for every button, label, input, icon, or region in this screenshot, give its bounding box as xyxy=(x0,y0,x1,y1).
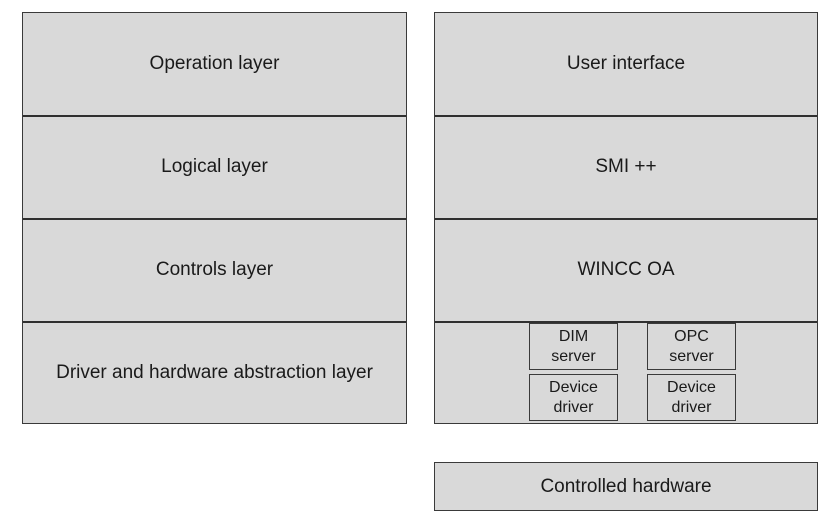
user-interface-label: User interface xyxy=(566,53,686,75)
controlled-hardware-box: Controlled hardware xyxy=(434,462,818,511)
layer-divider xyxy=(435,321,817,323)
controls-layer-box: Controls layer xyxy=(23,219,406,321)
smi-label: SMI ++ xyxy=(595,156,657,178)
driver-components-area xyxy=(435,322,817,424)
opc-server-label-line1: OPC xyxy=(674,328,709,346)
operation-layer-box: Operation layer xyxy=(23,13,406,115)
controls-layer-label: Controls layer xyxy=(155,259,274,281)
conceptual-layer-stack: Operation layer Logical layer Controls l… xyxy=(22,12,407,424)
user-interface-box: User interface xyxy=(435,13,817,115)
wincc-oa-label: WINCC OA xyxy=(577,259,675,281)
layer-divider xyxy=(435,115,817,117)
layer-divider xyxy=(23,218,406,220)
controlled-hardware-label: Controlled hardware xyxy=(540,475,712,497)
layer-divider xyxy=(435,218,817,220)
smi-box: SMI ++ xyxy=(435,116,817,218)
opc-server-label-line2: server xyxy=(669,347,714,365)
layer-divider xyxy=(23,115,406,117)
dim-server-box: DIM server xyxy=(529,323,618,370)
device-driver-label-line1: Device xyxy=(549,379,598,397)
device-driver-label-line1: Device xyxy=(667,379,716,397)
logical-layer-label: Logical layer xyxy=(161,156,268,178)
opc-server-box: OPC server xyxy=(647,323,736,370)
logical-layer-box: Logical layer xyxy=(23,116,406,218)
dim-server-label-line1: DIM xyxy=(558,328,589,346)
device-driver-label-line2: driver xyxy=(671,398,712,416)
device-driver-label-line2: driver xyxy=(553,398,594,416)
dim-server-label-line2: server xyxy=(551,347,596,365)
device-driver-box: Device driver xyxy=(529,374,618,421)
driver-hardware-abstraction-layer-label: Driver and hardware abstraction layer xyxy=(56,362,373,384)
layer-divider xyxy=(23,321,406,323)
driver-hardware-abstraction-layer-box: Driver and hardware abstraction layer xyxy=(23,322,406,424)
device-driver-box: Device driver xyxy=(647,374,736,421)
operation-layer-label: Operation layer xyxy=(149,53,280,75)
implementation-layer-stack: User interface SMI ++ WINCC OA DIM serve… xyxy=(434,12,818,424)
wincc-oa-box: WINCC OA xyxy=(435,219,817,321)
